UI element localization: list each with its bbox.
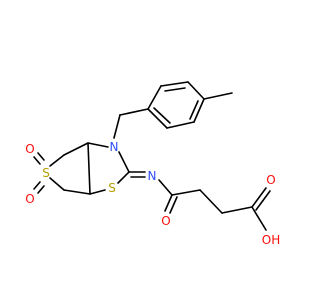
bond-acid-co-a	[251, 187, 267, 208]
bond-ar-1	[147, 85, 162, 110]
bond-s-o-bottom-a	[33, 181, 41, 190]
bond-c2-s-ring	[117, 171, 130, 184]
atom-n-imine: N	[148, 169, 157, 183]
atom-oh-acid: OH	[262, 233, 280, 247]
bond-c4-c1	[87, 142, 91, 195]
bond-ar-inner-3	[153, 107, 171, 124]
bond-ar-inner-1	[164, 87, 186, 92]
atom-o-sulfone-top: O	[25, 142, 34, 156]
bond-ar-inner-2	[189, 100, 199, 120]
bond-n-ch2	[113, 114, 121, 139]
bond-c1-n	[87, 142, 109, 148]
bond-methyl	[203, 92, 233, 100]
bond-ar-5	[166, 121, 195, 129]
bond-ar-2	[160, 81, 189, 87]
bond-s-ring-c4	[89, 189, 106, 195]
bond-s-o-top-b	[37, 152, 45, 161]
atom-s-thiazole: S	[108, 181, 116, 195]
bond-ar-4	[193, 98, 205, 123]
bond-chain-3	[221, 206, 253, 214]
bond-acid-co-b	[255, 190, 271, 211]
bond-chain-2	[199, 189, 223, 214]
bond-n-c2-imine	[118, 151, 130, 173]
bond-c2-s	[49, 154, 65, 167]
molecule-structure: N N S S O O O O OH	[25, 81, 280, 247]
atom-o-amide: O	[161, 214, 170, 228]
atom-n-ring: N	[110, 140, 119, 154]
bond-s-c3	[49, 177, 65, 191]
atom-labels: N N S S O O O O OH	[25, 140, 280, 247]
bonds	[33, 81, 271, 231]
bond-c-o-amide-a	[164, 194, 173, 212]
atom-o-acid-carbonyl: O	[266, 173, 275, 187]
bond-c-o-amide-b	[169, 196, 178, 214]
atom-o-sulfone-bottom: O	[25, 192, 34, 206]
bond-s-o-bottom-b	[37, 185, 45, 194]
bond-ch2-aryl	[119, 108, 149, 116]
bond-c1-c2	[63, 142, 89, 156]
atom-s-sulfone: S	[42, 166, 50, 180]
bond-ar-3	[187, 81, 205, 100]
bond-acid-coh	[251, 206, 267, 231]
bond-n-c-amide	[158, 179, 173, 196]
bond-c3-c4	[63, 189, 91, 195]
bond-s-o-top-a	[33, 156, 41, 165]
bond-chain-1	[171, 189, 201, 196]
bond-ar-6	[147, 108, 168, 129]
